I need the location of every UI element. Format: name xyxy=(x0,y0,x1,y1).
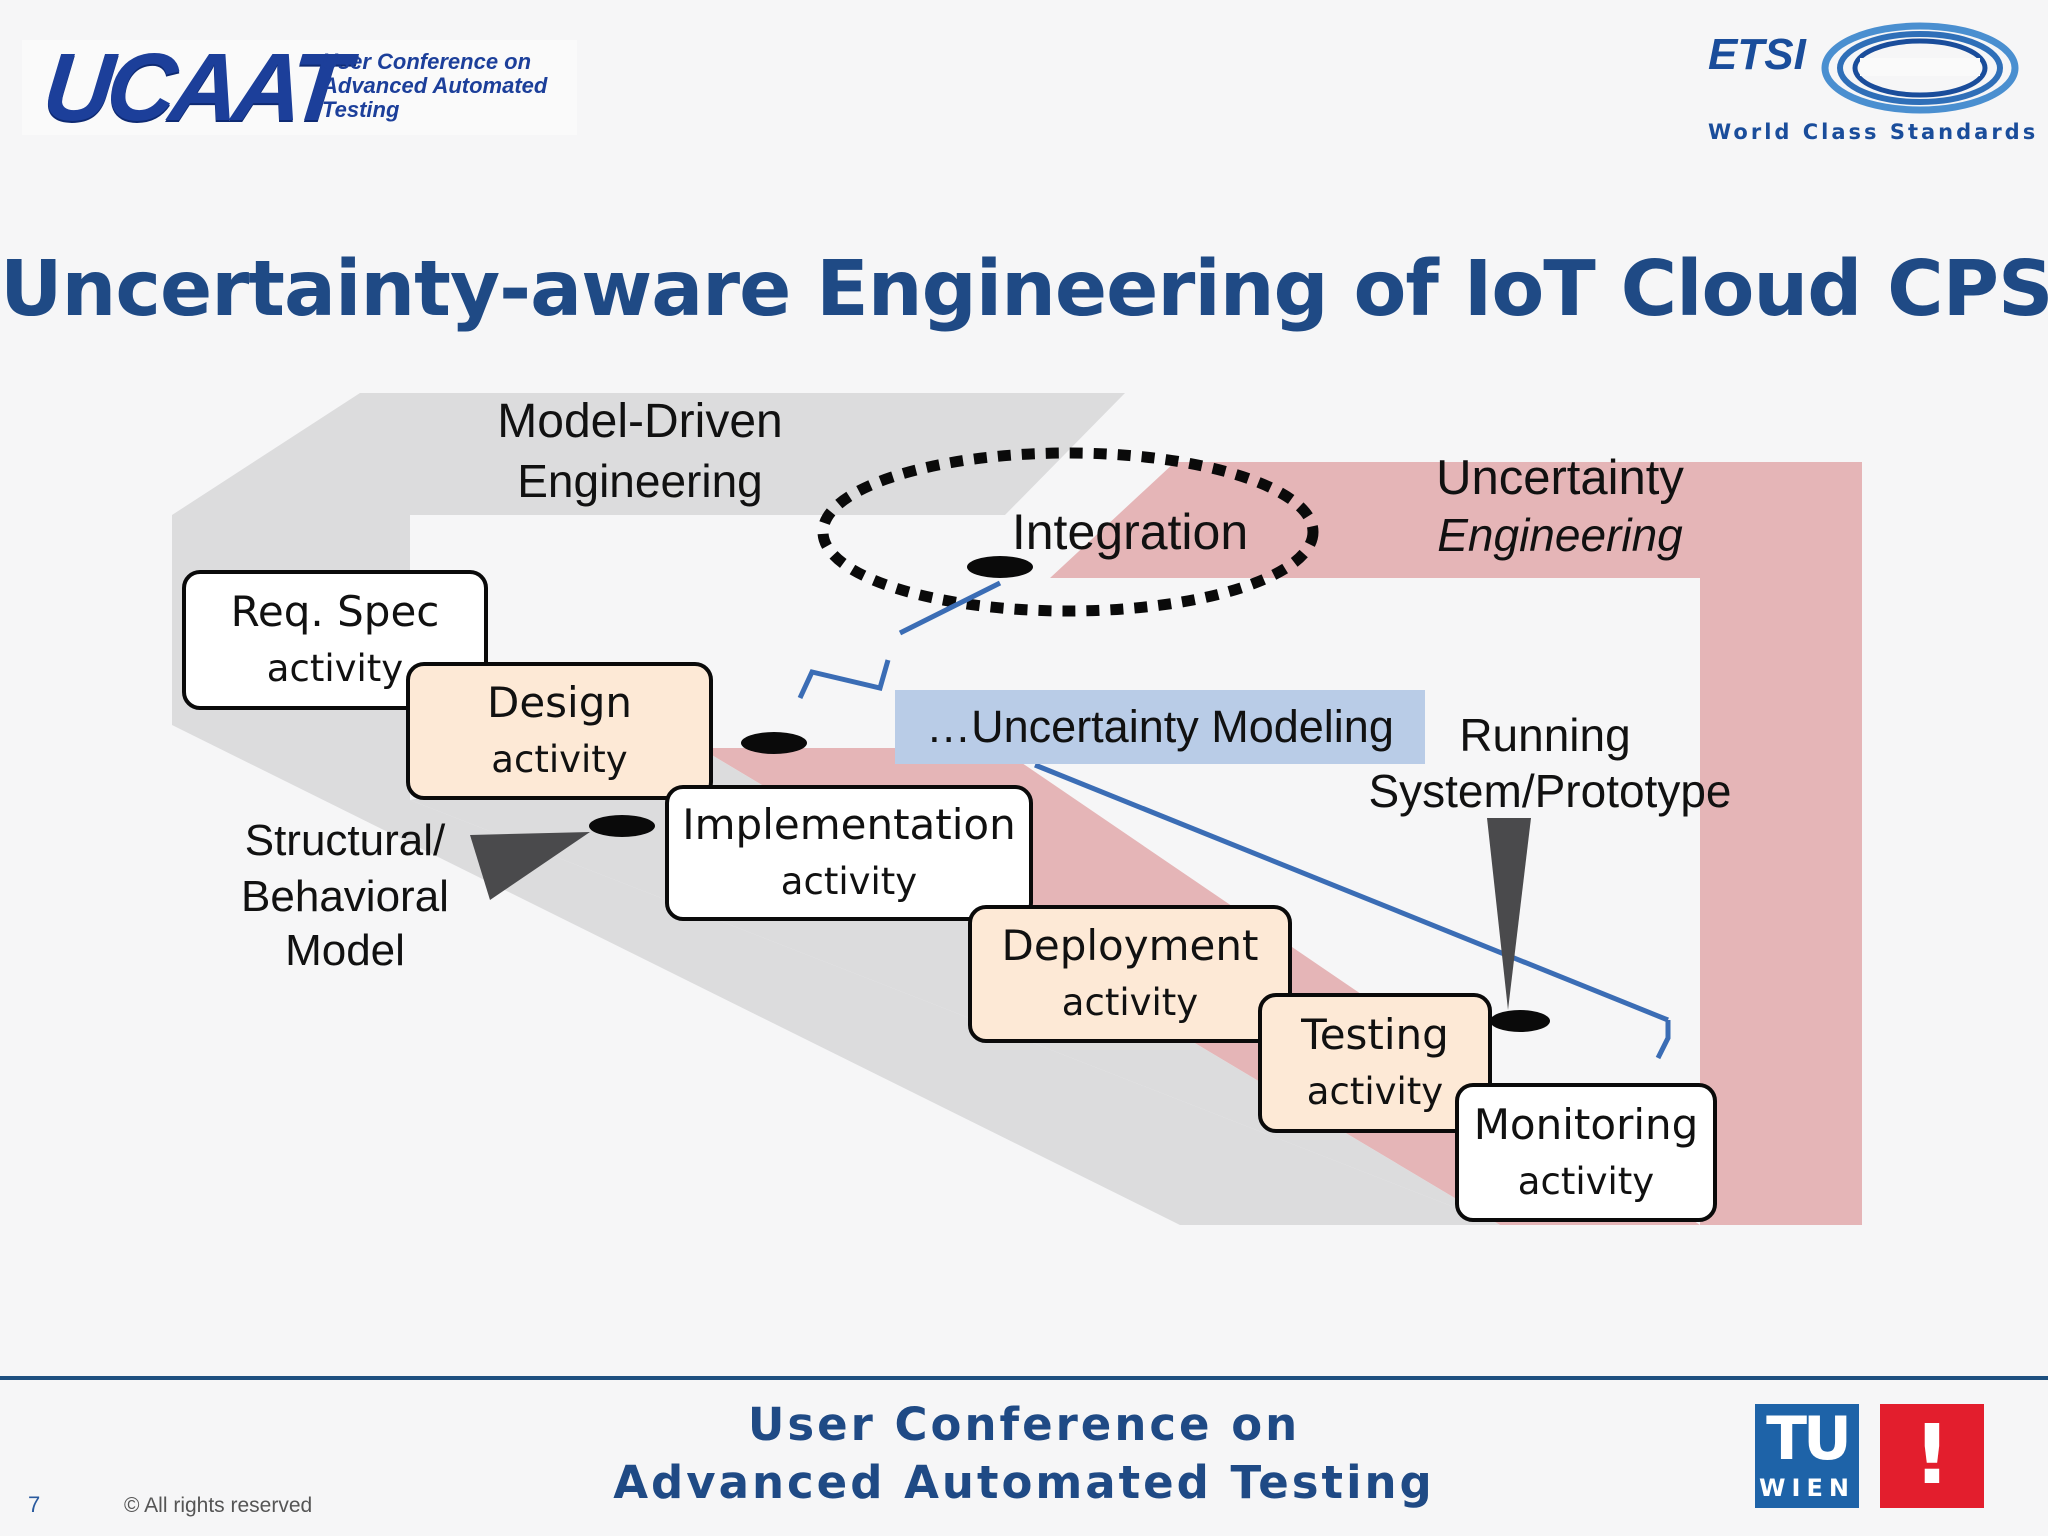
tu-logo-bottom: WIEN xyxy=(1759,1474,1855,1502)
ucaat-logo-line1: User Conference on xyxy=(322,49,532,74)
ucaat-logo: UCAAT User Conference on Advanced Automa… xyxy=(22,34,577,141)
etsi-swirl-icon xyxy=(1821,22,2019,114)
running-label-line1: Running xyxy=(1459,709,1631,761)
mde-label-line1: Model-Driven xyxy=(497,395,783,448)
ue-label-line2: Engineering xyxy=(1437,509,1683,561)
activity-name: Implementation xyxy=(682,800,1016,849)
activity-design: Design activity xyxy=(406,662,713,800)
slide-title: Uncertainty-aware Engineering of IoT Clo… xyxy=(0,245,2048,334)
activity-sub: activity xyxy=(491,738,628,781)
uncertainty-brace-left xyxy=(797,659,891,700)
implementation-connector-dot xyxy=(589,815,655,837)
etsi-tagline: World Class Standards xyxy=(1708,120,2039,144)
activity-deployment: Deployment activity xyxy=(968,905,1292,1043)
running-system-arrow-icon xyxy=(1487,818,1531,1010)
testing-connector-dot xyxy=(1490,1010,1550,1032)
tu-logo-top: TU xyxy=(1766,1404,1852,1474)
integration-link-line xyxy=(898,580,1002,636)
uncertainty-band-top xyxy=(1050,462,1862,1225)
ucaat-logo-line2: Advanced Automated Testing xyxy=(322,73,548,122)
design-connector-dot xyxy=(741,732,807,754)
mde-label-line2: Engineering xyxy=(517,455,763,507)
activity-sub: activity xyxy=(266,647,404,690)
model-label-line3: Model xyxy=(285,926,405,975)
activity-name: Design xyxy=(486,678,632,727)
model-arrow-icon xyxy=(470,832,590,900)
activity-testing: Testing activity xyxy=(1258,993,1492,1133)
footer-line2: Advanced Automated Testing xyxy=(613,1456,1435,1509)
activity-sub: activity xyxy=(1517,1159,1655,1203)
footer-divider xyxy=(0,1376,2048,1380)
etsi-wordmark: ETSI xyxy=(1708,30,1806,79)
integration-connector-dot xyxy=(967,556,1033,578)
tu-wien-logo: TU WIEN xyxy=(1755,1404,1859,1508)
activity-implementation: Implementation activity xyxy=(665,785,1033,921)
model-label-line2: Behavioral xyxy=(241,872,449,921)
integration-label: Integration xyxy=(1011,504,1249,560)
copyright-notice: © All rights reserved xyxy=(124,1494,313,1517)
activity-sub: activity xyxy=(780,860,918,903)
activity-monitoring: Monitoring activity xyxy=(1455,1083,1717,1222)
etsi-logo: ETSI World Class Standards xyxy=(1700,18,2035,148)
uncertainty-modeling-line xyxy=(1034,762,1669,1023)
activity-name: Deployment xyxy=(1001,921,1259,970)
page-number: 7 xyxy=(28,1492,41,1517)
activity-name: Testing xyxy=(1301,1010,1449,1059)
running-label-line2: System/Prototype xyxy=(1368,765,1732,817)
ue-label-line1: Uncertainty xyxy=(1436,451,1684,505)
integration-dashed-ellipse xyxy=(817,447,1319,617)
activity-sub: activity xyxy=(1061,981,1199,1024)
uncertainty-modeling-label: …Uncertainty Modeling xyxy=(895,690,1425,764)
activity-sub: activity xyxy=(1306,1070,1444,1113)
tu-wien-mark-icon: ! xyxy=(1880,1404,1984,1508)
activity-name: Monitoring xyxy=(1473,1099,1699,1149)
footer-line1: User Conference on xyxy=(747,1398,1301,1451)
uncertainty-brace-right xyxy=(1655,1020,1671,1060)
activity-name: Req. Spec xyxy=(230,587,440,636)
model-label-line1: Structural/ xyxy=(244,816,446,865)
